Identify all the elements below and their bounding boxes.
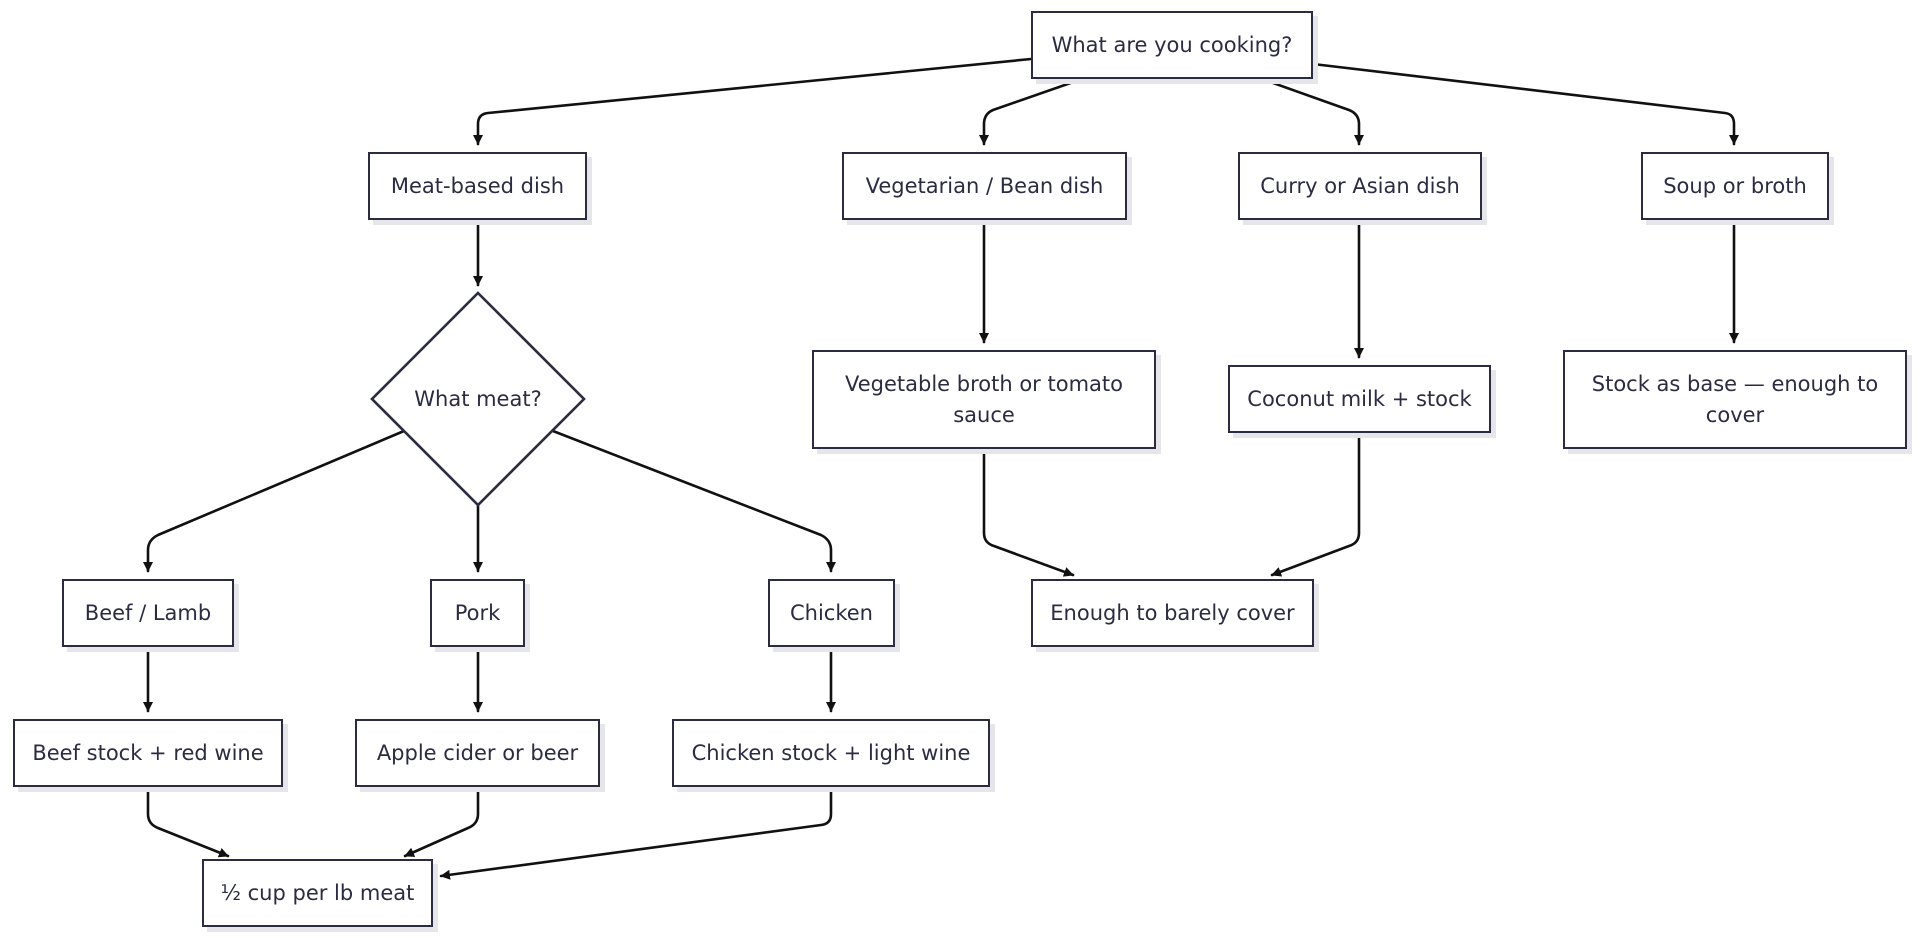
- edge-start-to-curry: [1260, 77, 1364, 146]
- edge-which-meat-to-chicken: [551, 429, 836, 573]
- decision-diamond-shape: [370, 291, 586, 507]
- edge-which-meat-to-beef: [143, 429, 406, 573]
- edge-start-to-veg: [979, 77, 1084, 146]
- edge-start-to-meat: [473, 57, 1033, 146]
- edge-start-to-soup: [1311, 62, 1739, 146]
- node-label: Apple cider or beer: [376, 740, 579, 765]
- node-pork: Pork: [430, 579, 525, 647]
- node-label: Soup or broth: [1663, 173, 1807, 198]
- node-what-meat-decision: What meat?: [372, 293, 584, 505]
- node-label: Chicken stock + light wine: [691, 740, 971, 765]
- node-label: Chicken: [790, 600, 873, 625]
- node-apple-cider-or-beer: Apple cider or beer: [355, 719, 600, 787]
- edge-pork-liquid-to-half-cup: [403, 785, 480, 858]
- node-label: Vegetable broth or tomato sauce: [845, 371, 1123, 427]
- node-vegetable-broth-or-tomato-sauce: Vegetable broth or tomato sauce: [812, 350, 1156, 449]
- node-label: Beef stock + red wine: [32, 740, 264, 765]
- node-label: Stock as base — enough to cover: [1591, 371, 1879, 427]
- node-stock-as-base: Stock as base — enough to cover: [1563, 350, 1907, 449]
- node-half-cup-per-lb-meat: ½ cup per lb meat: [202, 859, 433, 927]
- node-soup-or-broth: Soup or broth: [1641, 152, 1829, 220]
- node-label: Beef / Lamb: [84, 600, 212, 625]
- node-curry-or-asian-dish: Curry or Asian dish: [1238, 152, 1482, 220]
- node-coconut-milk-stock: Coconut milk + stock: [1228, 365, 1491, 433]
- node-meat-based-dish: Meat-based dish: [368, 152, 587, 220]
- node-beef-stock-red-wine: Beef stock + red wine: [13, 719, 283, 787]
- node-label: What meat?: [414, 386, 542, 411]
- node-vegetarian-bean-dish: Vegetarian / Bean dish: [842, 152, 1127, 220]
- node-label: Meat-based dish: [390, 173, 565, 198]
- node-label: Enough to barely cover: [1050, 600, 1295, 625]
- edge-curry-liquid-to-barely-cover: [1270, 431, 1361, 577]
- node-label: Coconut milk + stock: [1247, 386, 1472, 411]
- node-label: Curry or Asian dish: [1260, 173, 1460, 198]
- node-chicken: Chicken: [768, 579, 895, 647]
- node-label: What are you cooking?: [1051, 32, 1293, 57]
- edge-beef-liquid-to-half-cup: [146, 785, 230, 858]
- node-chicken-stock-light-wine: Chicken stock + light wine: [672, 719, 990, 787]
- node-enough-to-barely-cover: Enough to barely cover: [1031, 579, 1314, 647]
- node-label: Vegetarian / Bean dish: [865, 173, 1104, 198]
- node-beef-lamb: Beef / Lamb: [62, 579, 234, 647]
- edge-chicken-liquid-to-half-cup: [439, 785, 833, 880]
- node-label: Pork: [454, 600, 501, 625]
- node-label: ½ cup per lb meat: [220, 880, 415, 905]
- node-what-are-you-cooking: What are you cooking?: [1031, 11, 1313, 79]
- edge-veg-liquid-to-barely-cover: [982, 447, 1075, 577]
